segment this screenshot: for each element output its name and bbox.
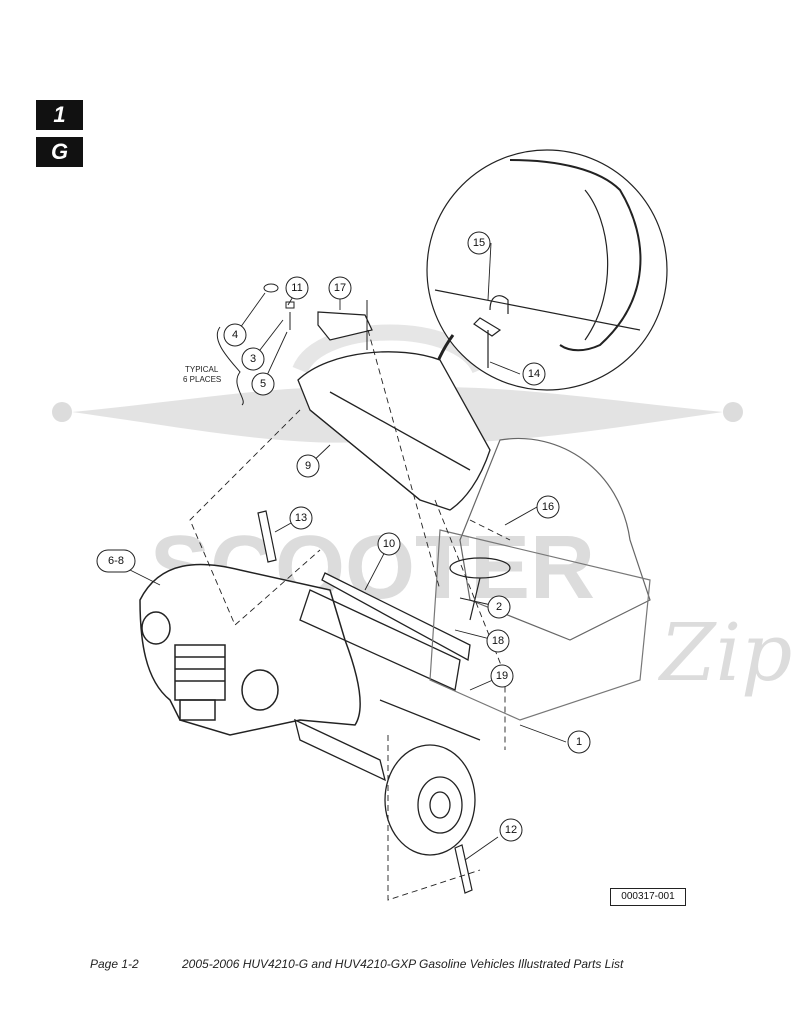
svg-text:10: 10 bbox=[383, 538, 395, 550]
callout-1: 1 bbox=[567, 730, 591, 754]
footer-page-number: Page 1-2 bbox=[90, 957, 139, 971]
svg-text:6-8: 6-8 bbox=[108, 555, 124, 567]
callout-14: 14 bbox=[522, 362, 546, 386]
callout-4: 4 bbox=[223, 323, 247, 347]
callout-11: 11 bbox=[285, 276, 309, 300]
svg-text:3: 3 bbox=[250, 353, 256, 365]
subsection-tab: G bbox=[36, 137, 83, 167]
figure-number: 000317-001 bbox=[610, 888, 686, 906]
callout-13: 13 bbox=[289, 506, 313, 530]
front-cowl bbox=[139, 563, 361, 736]
callout-18: 18 bbox=[486, 629, 510, 653]
note-places: 6 PLACES bbox=[183, 375, 221, 384]
callout-2: 2 bbox=[487, 595, 511, 619]
callout-10: 10 bbox=[377, 532, 401, 556]
note-typical: TYPICAL bbox=[185, 365, 219, 374]
svg-text:16: 16 bbox=[542, 501, 554, 513]
callout-5: 5 bbox=[251, 372, 275, 396]
callout-19: 19 bbox=[490, 664, 514, 688]
svg-text:4: 4 bbox=[232, 329, 238, 341]
trim-strip-12 bbox=[454, 844, 473, 894]
svg-text:1: 1 bbox=[576, 736, 582, 748]
svg-text:13: 13 bbox=[295, 512, 307, 524]
cup-holder bbox=[317, 311, 373, 341]
callout-3: 3 bbox=[241, 347, 265, 371]
trim-strip-13 bbox=[257, 510, 277, 563]
callout-15: 15 bbox=[467, 231, 491, 255]
footer-document-title: 2005-2006 HUV4210-G and HUV4210-GXP Gaso… bbox=[182, 957, 624, 971]
seat-area bbox=[429, 438, 651, 721]
svg-text:2: 2 bbox=[496, 601, 502, 613]
svg-text:11: 11 bbox=[291, 282, 302, 294]
svg-text:5: 5 bbox=[260, 378, 266, 390]
svg-text:14: 14 bbox=[528, 368, 540, 380]
detail-view bbox=[426, 149, 668, 391]
hardware-stack bbox=[217, 283, 368, 406]
callout-16: 16 bbox=[536, 495, 560, 519]
svg-text:17: 17 bbox=[334, 282, 346, 294]
dashed-leaders bbox=[189, 329, 511, 901]
svg-text:18: 18 bbox=[492, 635, 504, 647]
callout-12: 12 bbox=[499, 818, 523, 842]
callout-6-8: 6-8 bbox=[96, 549, 136, 573]
callout-17: 17 bbox=[328, 276, 352, 300]
svg-text:19: 19 bbox=[496, 670, 508, 682]
front-wheel bbox=[384, 744, 476, 856]
watermark-script: Zip bbox=[657, 606, 792, 699]
section-tab: 1 bbox=[36, 100, 83, 130]
svg-text:9: 9 bbox=[305, 460, 311, 472]
svg-text:12: 12 bbox=[505, 824, 517, 836]
callout-9: 9 bbox=[296, 454, 320, 478]
dash-shroud bbox=[297, 351, 491, 511]
svg-text:15: 15 bbox=[473, 237, 485, 249]
